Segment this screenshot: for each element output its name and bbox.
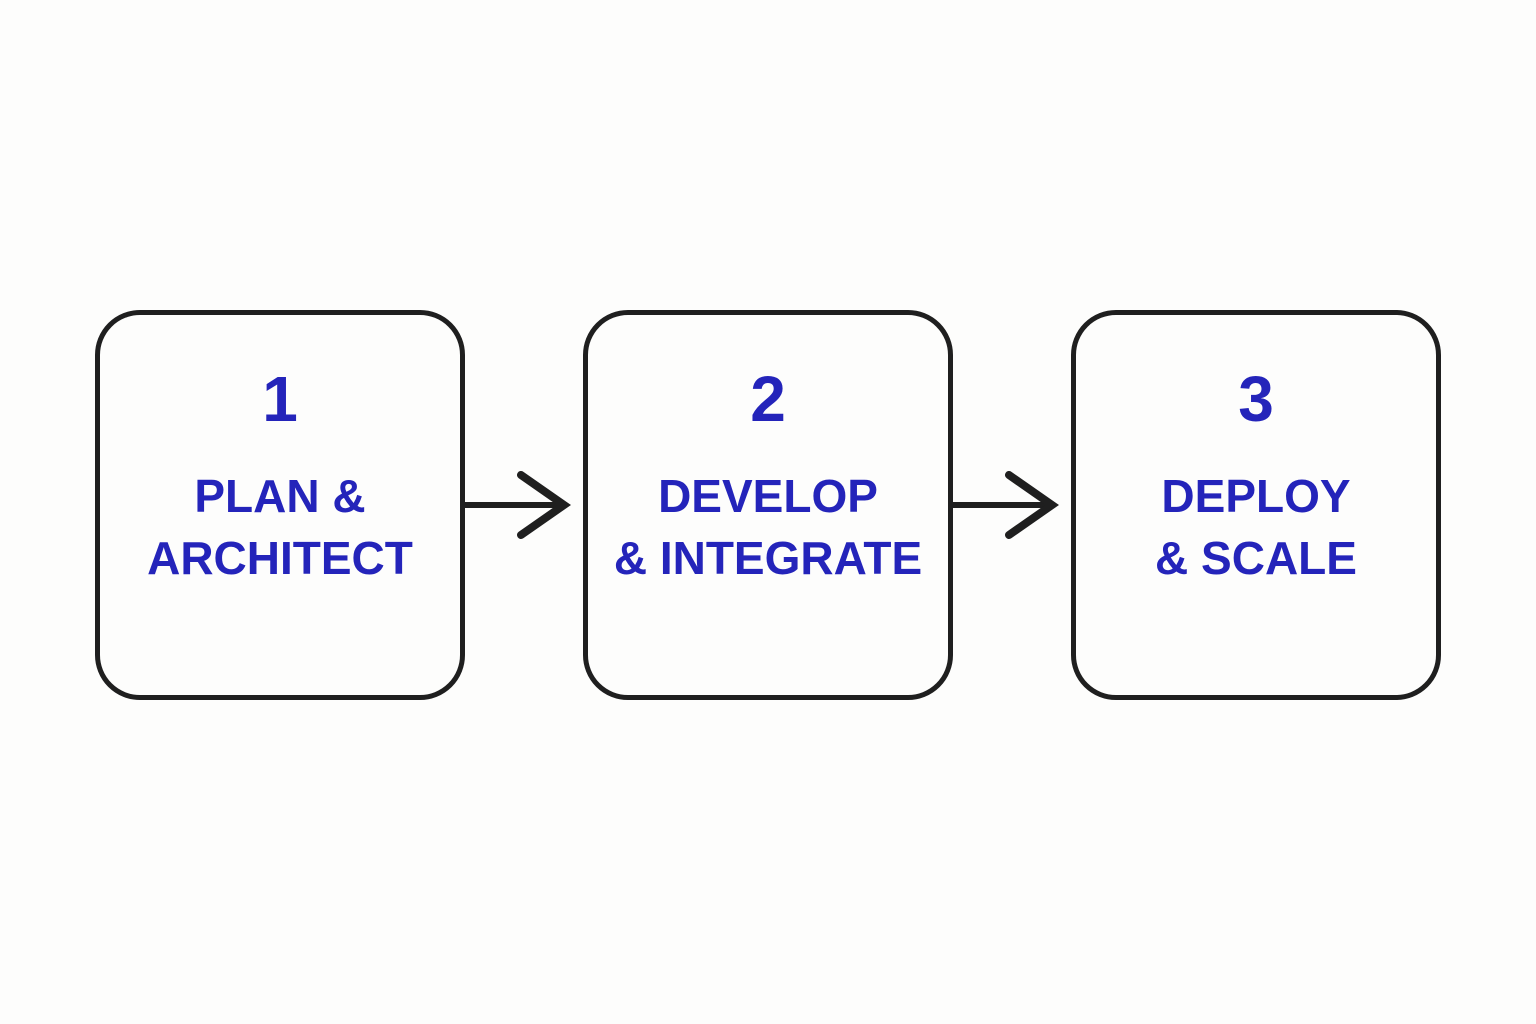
process-flow-diagram: 1 PLAN & ARCHITECT 2 DEVELOP & INTEGRATE… [95,310,1441,700]
step-label-line2: & INTEGRATE [613,532,923,585]
step-box-plan-architect: 1 PLAN & ARCHITECT [95,310,465,700]
step-label: DEPLOY & SCALE [1155,465,1357,589]
step-box-develop-integrate: 2 DEVELOP & INTEGRATE [583,310,953,700]
step-label-line1: DEPLOY [1161,470,1351,522]
step-label-line1: PLAN & [194,470,366,522]
step-label-line1: DEVELOP [658,470,878,522]
step-number: 3 [1238,363,1274,435]
step-number: 2 [750,363,786,435]
arrow-right-icon [465,471,571,539]
step-box-deploy-scale: 3 DEPLOY & SCALE [1071,310,1441,700]
step-label: DEVELOP & INTEGRATE [614,465,922,589]
step-label-line2: ARCHITECT [147,532,413,585]
arrow-right-icon [953,471,1059,539]
step-label: PLAN & ARCHITECT [147,465,413,589]
step-number: 1 [262,363,298,435]
step-label-line2: & SCALE [1155,532,1357,585]
